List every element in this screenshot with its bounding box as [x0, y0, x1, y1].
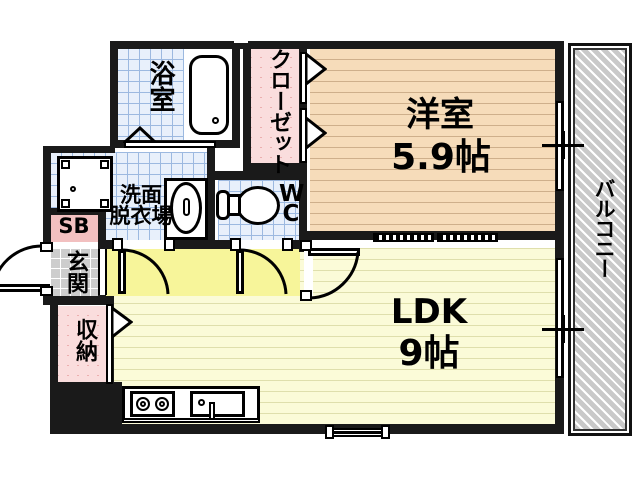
wall-left-lower: [43, 146, 51, 242]
wc-door-swing[interactable]: [238, 248, 292, 298]
senmen-door-leaf[interactable]: [118, 250, 126, 294]
wall-bath-right: [232, 41, 240, 148]
wall-top: [110, 41, 563, 49]
washbasin-faucet: [183, 198, 190, 216]
wc-door-opening[interactable]: [232, 240, 288, 249]
washer-drain: [70, 186, 76, 192]
label-shuunou: 収納: [72, 318, 97, 362]
wall-closet-bottom: [243, 163, 307, 171]
label-genkan: 玄関: [63, 250, 88, 294]
label-balcony: バルコニー: [592, 178, 616, 278]
kitchen-counter-lip: [122, 418, 260, 423]
label-youshitsu-size: 5.9帖: [391, 137, 491, 178]
wall-shuunou-bottom: [50, 382, 114, 391]
wall-wc-top: [207, 171, 307, 180]
entrance-door-jamb-bottom: [40, 286, 53, 296]
closet-folding-door-upper[interactable]: [305, 52, 327, 104]
wc-door-jamb-right: [282, 238, 293, 251]
label-ldk-size: 9帖: [398, 333, 460, 374]
room-fill-genkan: [50, 248, 98, 298]
washer-corner-br: [100, 199, 109, 208]
hall-ldk-door-leaf[interactable]: [308, 248, 360, 256]
wall-senmen-right: [207, 148, 215, 248]
stove-burner-right: [155, 397, 169, 411]
entrance-door-opening[interactable]: [43, 246, 51, 292]
entrance-door-jamb-top: [40, 242, 53, 252]
label-senmen-line2: 脱衣場: [109, 204, 173, 228]
senmen-door-opening[interactable]: [114, 240, 170, 249]
sink-faucet: [209, 402, 215, 420]
room-fill-sb: [50, 214, 98, 242]
senmen-door-swing[interactable]: [120, 248, 174, 298]
kitchen-sink: [190, 391, 245, 417]
room-fill-hallway-top: [106, 248, 300, 296]
wall-senmen-bottom: [98, 240, 308, 249]
balcony-window-room-marker-v: [562, 131, 565, 159]
wc-door-leaf[interactable]: [236, 250, 244, 294]
room-fill-youshitsu: [310, 48, 556, 231]
room-ldk-sliding-left-dash: [375, 235, 432, 240]
senmen-door-jamb-right: [164, 238, 175, 251]
genkan-hall-opening[interactable]: [98, 249, 107, 295]
room-fill-closet: [251, 48, 299, 163]
wall-senmen-top-left: [43, 146, 115, 153]
label-closet: クローゼット: [266, 48, 291, 174]
closet-folding-door-lower[interactable]: [305, 116, 327, 168]
wall-genkan-bottom: [43, 296, 106, 305]
storage-door-track[interactable]: [106, 304, 113, 384]
label-wc-w: W: [279, 181, 305, 207]
wall-left-bath: [110, 41, 118, 148]
bath-door-sill: [124, 141, 216, 148]
room-fill-balcony: [573, 48, 627, 431]
toilet-bowl: [236, 186, 280, 225]
bathtub-drain: [212, 117, 219, 124]
wall-left-shuunou: [50, 298, 58, 390]
hall-ldk-door-opening[interactable]: [304, 244, 313, 298]
balcony-outline: [568, 43, 632, 436]
balcony-window-ldk-marker-v: [562, 315, 565, 343]
wall-right: [555, 41, 564, 434]
washer-corner-tr: [100, 160, 109, 169]
room-fill-yokushitsu: [117, 48, 184, 140]
toilet-tank: [216, 190, 230, 220]
sink-drain: [198, 399, 205, 406]
bathtub: [189, 55, 229, 135]
label-youshitsu-name: 洋室: [406, 95, 474, 135]
hall-ldk-jamb-bottom: [300, 290, 312, 301]
stove-burner-right-inner: [159, 401, 165, 407]
washer-corner-bl: [61, 199, 70, 208]
room-fill-shuunou: [58, 306, 106, 384]
label-yokushitsu: 浴室: [145, 60, 175, 112]
hall-ldk-jamb-top: [300, 240, 312, 251]
label-ldk-name: LDK: [390, 292, 468, 332]
ldk-lower-window-jamb-left: [325, 425, 334, 439]
ldk-lower-window-rail: [334, 431, 382, 434]
wc-door-jamb-left: [230, 238, 241, 251]
senmen-door-jamb-left: [112, 238, 123, 251]
wall-closet-left: [243, 41, 251, 171]
balcony-inner-outline: [573, 48, 627, 431]
stove-burner-left-inner: [140, 401, 146, 407]
wall-bottom: [50, 424, 563, 434]
washer-corner-tl: [61, 160, 70, 169]
washbasin-bowl: [170, 182, 202, 234]
hall-ldk-door-swing[interactable]: [306, 250, 362, 302]
label-wc-c: C: [282, 201, 300, 227]
washer-space: [57, 156, 113, 212]
ldk-lower-window-jamb-right: [381, 425, 390, 439]
room-ldk-sliding-right-dash: [439, 235, 496, 240]
entrance-door-swing[interactable]: [0, 244, 52, 296]
label-senmen-line1: 洗面: [120, 183, 162, 207]
storage-folding-door[interactable]: [111, 306, 133, 340]
closet-top-notch: [234, 38, 248, 43]
label-sb: SB: [58, 214, 90, 238]
stove-burner-left: [136, 397, 150, 411]
